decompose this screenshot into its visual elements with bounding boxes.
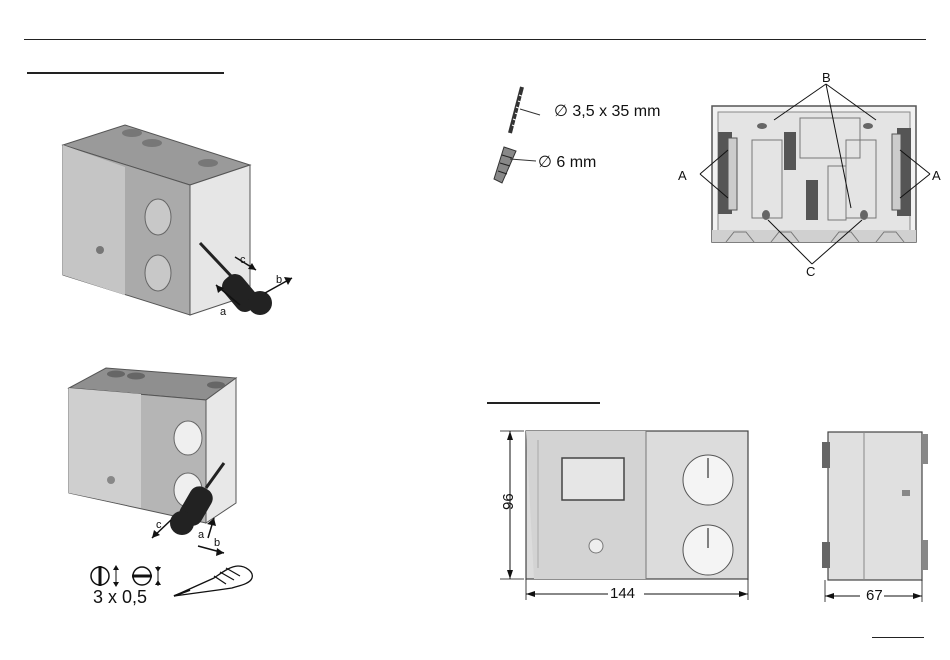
knob-icon [174, 421, 202, 455]
tip-thickness-icon [132, 566, 161, 586]
section-heading-rule-mounting [27, 72, 224, 74]
screw-icon [510, 87, 540, 133]
mounting-hole-icon [757, 123, 767, 129]
section-heading-rule-dimensions [487, 402, 600, 404]
housing-open-figure-bottom: c a b [66, 368, 266, 558]
knob-icon [145, 199, 171, 235]
display-window [562, 458, 624, 500]
height-dimension-label: 96 [500, 493, 517, 510]
callout-label-a-right: A [932, 168, 941, 183]
footer-rule [872, 637, 924, 638]
step-label-a: a [198, 529, 205, 541]
screw-spec-label: ∅ 3,5 x 35 mm [554, 101, 660, 121]
side-view-dimensions [816, 430, 936, 606]
width-dimension-label: 144 [610, 585, 635, 602]
mounting-hole-icon [762, 210, 770, 220]
step-label-c: c [156, 519, 162, 531]
step-label-c: c [240, 254, 246, 266]
base-plate-figure: B A A C [676, 70, 946, 280]
knob-icon [145, 255, 171, 291]
front-view-dimensions [496, 428, 756, 604]
screwdriver-size-label: 3 x 0,5 [93, 587, 147, 608]
plug-spec-label: ∅ 6 mm [538, 152, 596, 172]
callout-label-a-left: A [678, 168, 687, 183]
slotted-tip-icon [91, 565, 119, 587]
step-label-b: b [276, 274, 282, 286]
step-label-a: a [220, 306, 227, 318]
mounting-hole-icon [860, 210, 868, 220]
wall-plug-icon [494, 147, 536, 183]
terminal-block-left [718, 132, 737, 214]
mounting-hole-icon [863, 123, 873, 129]
depth-dimension-label: 67 [866, 587, 883, 604]
callout-label-b: B [822, 70, 831, 85]
side-view-outline [828, 432, 922, 580]
hand-holding-screwdriver-icon [174, 566, 252, 596]
terminal-block-right [892, 128, 911, 216]
header-rule [24, 39, 926, 40]
callout-label-c: C [806, 264, 815, 279]
step-label-b: b [214, 537, 220, 549]
housing-open-figure-top: c b a [60, 125, 310, 325]
